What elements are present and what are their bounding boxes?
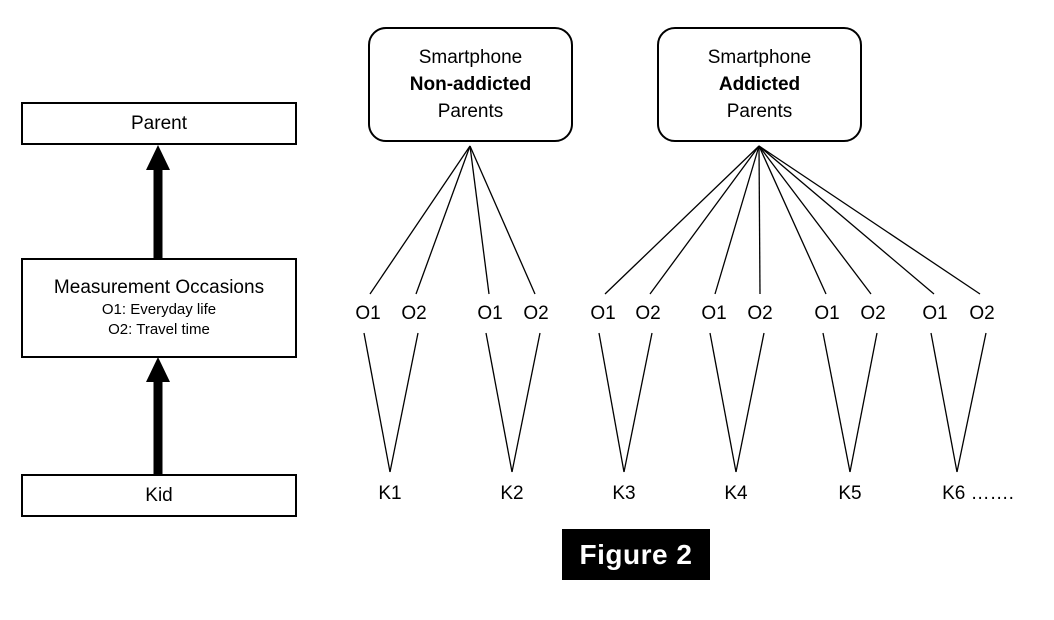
edges-occasions-to-kids [363, 332, 987, 473]
occasion-label-9: O1 [814, 303, 840, 324]
kid-label-k6: K6 ……. [942, 483, 1014, 504]
level-box-parent: Parent [21, 102, 297, 145]
occasion-label-11: O1 [922, 303, 948, 324]
kid-label-k4: K4 [724, 483, 748, 504]
group-line-smartphone-non-addicted: Smartphone [418, 47, 523, 68]
level-sub-o2: O2: Travel time [108, 321, 210, 338]
group-line-smartphone-addicted: Smartphone [707, 47, 812, 68]
occasion-label-1: O1 [355, 303, 381, 324]
group-line-parents-non-addicted: Parents [437, 101, 504, 122]
level-title-kid: Kid [145, 484, 173, 506]
kid-label-k5: K5 [838, 483, 862, 504]
edges-group-addicted [604, 145, 981, 295]
group-box-addicted: Smartphone Addicted Parents [657, 27, 862, 142]
occasion-label-5: O1 [590, 303, 616, 324]
occasion-label-10: O2 [860, 303, 886, 324]
kid-label-k1: K1 [378, 483, 402, 504]
occasion-label-2: O2 [401, 303, 427, 324]
group-box-non-addicted: Smartphone Non-addicted Parents [368, 27, 573, 142]
occasion-label-6: O2 [635, 303, 661, 324]
level-title-parent: Parent [131, 112, 187, 134]
group-line-non-addicted: Non-addicted [409, 74, 532, 95]
level-sub-o1: O1: Everyday life [101, 301, 217, 318]
arrow-kid-to-occasions [146, 357, 170, 474]
level-title-measurement-occasions: Measurement Occasions [53, 277, 265, 298]
figure-caption: Figure 2 [562, 529, 710, 580]
kid-label-k2: K2 [500, 483, 524, 504]
occasion-label-4: O2 [523, 303, 549, 324]
level-box-measurement-occasions: Measurement Occasions O1: Everyday life … [21, 258, 297, 358]
arrow-occasions-to-parent [146, 145, 170, 258]
level-box-kid: Kid [21, 474, 297, 517]
kid-label-k3: K3 [612, 483, 636, 504]
occasion-label-8: O2 [747, 303, 773, 324]
occasion-label-7: O1 [701, 303, 727, 324]
occasion-label-12: O2 [969, 303, 995, 324]
occasion-label-3: O1 [477, 303, 503, 324]
group-line-parents-addicted: Parents [726, 101, 793, 122]
edges-group-non-addicted [369, 145, 536, 295]
group-line-addicted: Addicted [718, 74, 801, 95]
